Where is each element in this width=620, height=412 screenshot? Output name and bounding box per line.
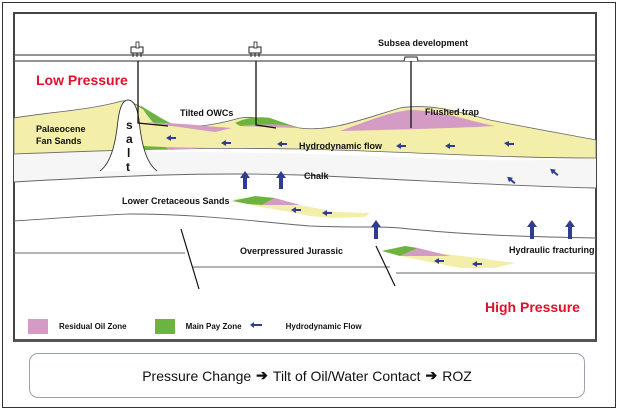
flow-arrows: [166, 135, 559, 267]
hydrodynamic-flow-label: Hydrodynamic flow: [299, 141, 383, 151]
palaeocene-label: Palaeocene: [36, 124, 86, 134]
legend-flow-label: Hydrodynamic Flow: [285, 321, 362, 331]
summary-box: Pressure Change ➔ Tilt of Oil/Water Cont…: [29, 353, 585, 398]
lower-cretaceous-base-line: [13, 213, 597, 239]
flow-arrow-icon: [445, 143, 455, 149]
flow-arrow-icon: [396, 143, 406, 149]
legend-residual-oil-label: Residual Oil Zone: [59, 321, 127, 331]
chalk-base-line: [13, 173, 597, 189]
fault-right: [375, 245, 396, 287]
up-arrow-icon: [276, 171, 286, 189]
flow-arrow-icon: [166, 135, 176, 141]
up-arrow-icon: [565, 220, 575, 239]
flow-arrow-icon: [277, 141, 287, 147]
lower-cretaceous-label: Lower Cretaceous Sands: [122, 196, 230, 206]
legend-main-pay-label: Main Pay Zone: [185, 321, 242, 331]
main-pay-zone-jurassic: [382, 246, 418, 256]
main-pay-swatch: [154, 318, 175, 334]
tilted-owcs-label: Tilted OWCs: [180, 108, 234, 118]
summary-step-tilt: Tilt of Oil/Water Contact: [272, 367, 421, 384]
flushed-trap-zone: [340, 110, 495, 131]
main-pay-zone-cretaceous: [232, 196, 275, 205]
well-mid: [255, 61, 277, 129]
residual-oil-zone-mid: [240, 124, 300, 128]
fault-left: [180, 228, 200, 290]
summary-text: Pressure Change ➔ Tilt of Oil/Water Cont…: [142, 367, 472, 384]
flow-arrow-icon: [291, 207, 301, 213]
salt-dome: [99, 99, 158, 172]
salt-letter: l: [127, 146, 131, 160]
up-arrow-icon: [371, 220, 381, 239]
right-arrow-icon: ➔: [256, 367, 268, 383]
salt-letter: s: [126, 118, 133, 132]
residual-oil-zone-cretaceous: [262, 198, 300, 205]
overpressured-jurassic-label: Overpressured Jurassic: [240, 246, 344, 256]
residual-oil-zone-left: [145, 122, 232, 132]
flushed-trap-label: Flushed trap: [425, 107, 480, 117]
outer-frame: [2, 2, 616, 408]
well-left: [137, 61, 169, 127]
flow-arrow-icon: [434, 258, 444, 264]
right-arrow-icon: ➔: [425, 367, 438, 383]
residual-oil-zone-base: [165, 147, 210, 150]
subsea-wellhead-icon: [403, 56, 419, 62]
residual-oil-swatch: [28, 318, 48, 334]
residual-oil-zone-jurassic: [400, 248, 450, 256]
flow-arrow-icon: [504, 141, 514, 147]
legend-flow-arrow-icon: [250, 322, 262, 328]
fan-sands-label: Fan Sands: [36, 136, 82, 146]
salt-letter: t: [126, 160, 130, 174]
salt-letter: a: [126, 132, 133, 146]
low-pressure-label: Low Pressure: [36, 72, 128, 88]
platform-icon: [130, 41, 144, 57]
high-pressure-label: High Pressure: [485, 299, 580, 315]
chalk-layer: [14, 151, 596, 188]
flow-arrow-icon: [322, 210, 332, 216]
flow-arrow-icon: [550, 168, 559, 176]
platform-icon: [248, 41, 262, 57]
legend: Residual Oil Zone Main Pay Zone Hydrodyn…: [28, 318, 390, 334]
up-arrow-icon: [527, 220, 537, 239]
up-arrow-icon: [240, 171, 250, 189]
hydraulic-fracturing-label: Hydraulic fracturing: [509, 245, 595, 255]
summary-step-roz: ROZ: [442, 367, 472, 384]
flow-arrow-icon: [472, 261, 482, 267]
flow-arrow-icon: [221, 140, 231, 146]
chalk-label: Chalk: [304, 171, 329, 181]
subsea-development-label: Subsea development: [378, 38, 469, 48]
main-pay-zone-base: [143, 146, 185, 150]
pressure-arrows: [240, 171, 575, 239]
summary-step-pressure-change: Pressure Change: [142, 367, 252, 384]
flow-arrow-icon: [507, 176, 516, 184]
